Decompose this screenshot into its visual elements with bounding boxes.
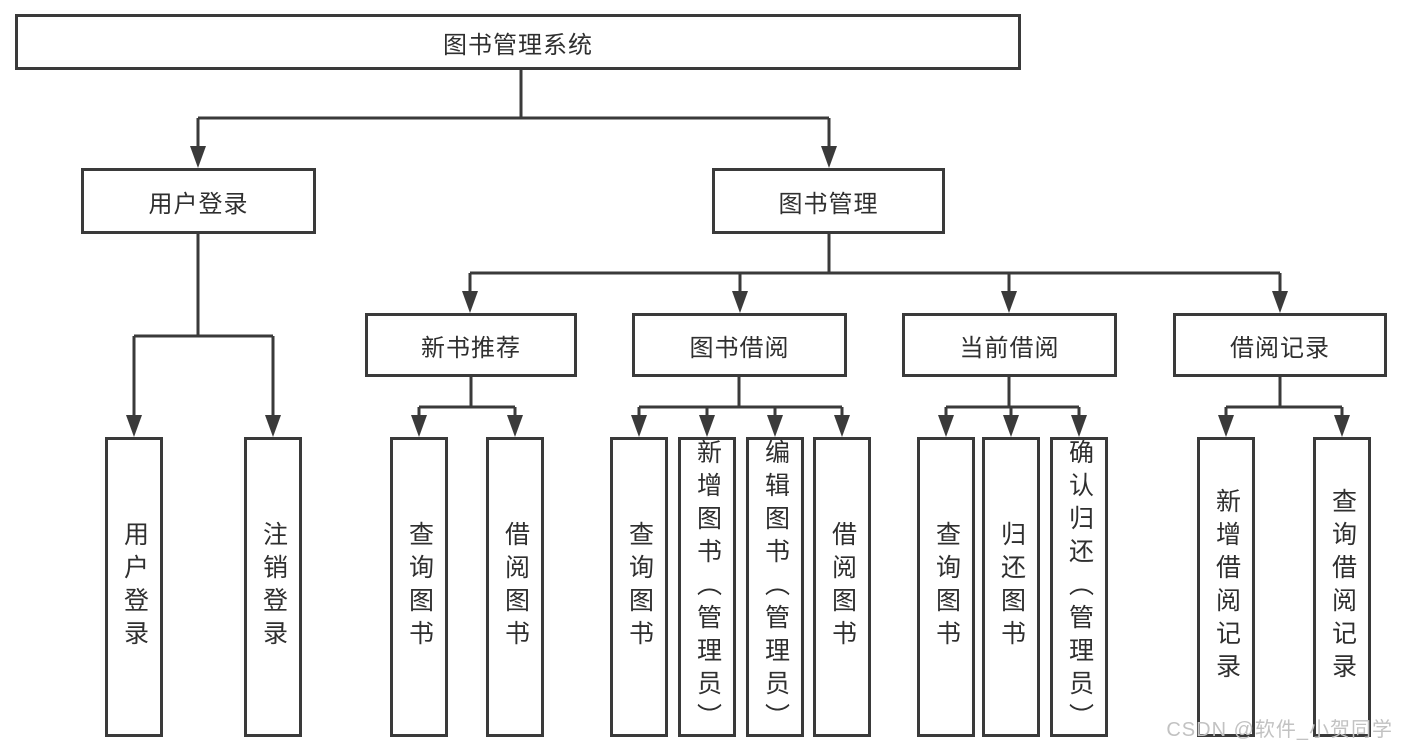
arrowhead-icon [462, 291, 478, 313]
connector-user-login-split [132, 234, 275, 427]
leaf-query-borrow-record-label: 查询借阅记录 [1328, 488, 1357, 686]
arrowhead-icon [1003, 415, 1019, 437]
leaf-edit-books-admin-label: 编辑图书（管理员） [761, 438, 790, 736]
arrowhead-icon [834, 415, 850, 437]
leaf-return-books: 归还图书 [982, 437, 1040, 737]
leaf-confirm-return-admin: 确认归还（管理员） [1050, 437, 1108, 737]
connector-new-books-split [417, 377, 517, 427]
arrowhead-icon [411, 415, 427, 437]
leaf-query-books-3-label: 查询图书 [932, 521, 961, 653]
leaf-query-books-3: 查询图书 [917, 437, 975, 737]
leaf-user-login-label: 用户登录 [120, 521, 149, 653]
watermark: CSDN @软件_小贺同学 [1166, 719, 1393, 741]
node-current-borrow-label: 当前借阅 [959, 334, 1060, 362]
leaf-return-books-label: 归还图书 [997, 521, 1026, 653]
leaf-add-borrow-record: 新增借阅记录 [1197, 437, 1255, 737]
leaf-add-books-admin: 新增图书（管理员） [678, 437, 736, 737]
arrowhead-icon [699, 415, 715, 437]
node-new-books: 新书推荐 [365, 313, 577, 377]
leaf-borrow-books-2: 借阅图书 [813, 437, 871, 737]
connector-book-mgmt-split [468, 233, 1282, 303]
connector-borrow-records-split [1224, 377, 1344, 427]
leaf-confirm-return-admin-label: 确认归还（管理员） [1065, 438, 1094, 736]
leaf-borrow-books-2-label: 借阅图书 [828, 521, 857, 653]
arrowhead-icon [126, 415, 142, 437]
arrowhead-icon [1334, 415, 1350, 437]
node-user-login-label: 用户登录 [148, 190, 249, 218]
arrowhead-icon [1071, 415, 1087, 437]
leaf-add-borrow-record-label: 新增借阅记录 [1212, 488, 1241, 686]
arrowhead-icon [938, 415, 954, 437]
arrowhead-icon [1218, 415, 1234, 437]
leaf-borrow-books-1-label: 借阅图书 [501, 521, 530, 653]
connector-root-split [196, 70, 831, 158]
arrowhead-icon [265, 415, 281, 437]
node-root: 图书管理系统 [15, 14, 1021, 70]
connector-current-borrow-split [944, 377, 1081, 427]
leaf-borrow-books-1: 借阅图书 [486, 437, 544, 737]
arrowhead-icon [1272, 291, 1288, 313]
arrowhead-icon [1001, 291, 1017, 313]
leaf-add-books-admin-label: 新增图书（管理员） [693, 438, 722, 736]
node-book-borrow-label: 图书借阅 [689, 334, 790, 362]
leaf-user-login: 用户登录 [105, 437, 163, 737]
leaf-edit-books-admin: 编辑图书（管理员） [746, 437, 804, 737]
leaf-logout-label: 注销登录 [259, 521, 288, 653]
node-book-mgmt-label: 图书管理 [778, 190, 879, 218]
leaf-query-books-1-label: 查询图书 [405, 521, 434, 653]
leaf-query-books-2-label: 查询图书 [625, 521, 654, 653]
arrowhead-icon [507, 415, 523, 437]
leaf-query-books-2: 查询图书 [610, 437, 668, 737]
arrowhead-icon [732, 291, 748, 313]
connector-book-borrow-split [637, 377, 844, 427]
node-current-borrow: 当前借阅 [902, 313, 1117, 377]
node-book-borrow: 图书借阅 [632, 313, 847, 377]
leaf-logout: 注销登录 [244, 437, 302, 737]
node-new-books-label: 新书推荐 [421, 334, 521, 362]
arrowhead-icon [767, 415, 783, 437]
leaf-query-books-1: 查询图书 [390, 437, 448, 737]
node-user-login: 用户登录 [81, 168, 316, 234]
arrowhead-icon [631, 415, 647, 437]
node-root-label: 图书管理系统 [443, 31, 593, 59]
node-borrow-records: 借阅记录 [1173, 313, 1387, 377]
leaf-query-borrow-record: 查询借阅记录 [1313, 437, 1371, 737]
arrowhead-icon [190, 146, 206, 168]
node-borrow-records-label: 借阅记录 [1230, 334, 1330, 362]
arrowhead-icon [821, 146, 837, 168]
node-book-mgmt: 图书管理 [712, 168, 945, 234]
